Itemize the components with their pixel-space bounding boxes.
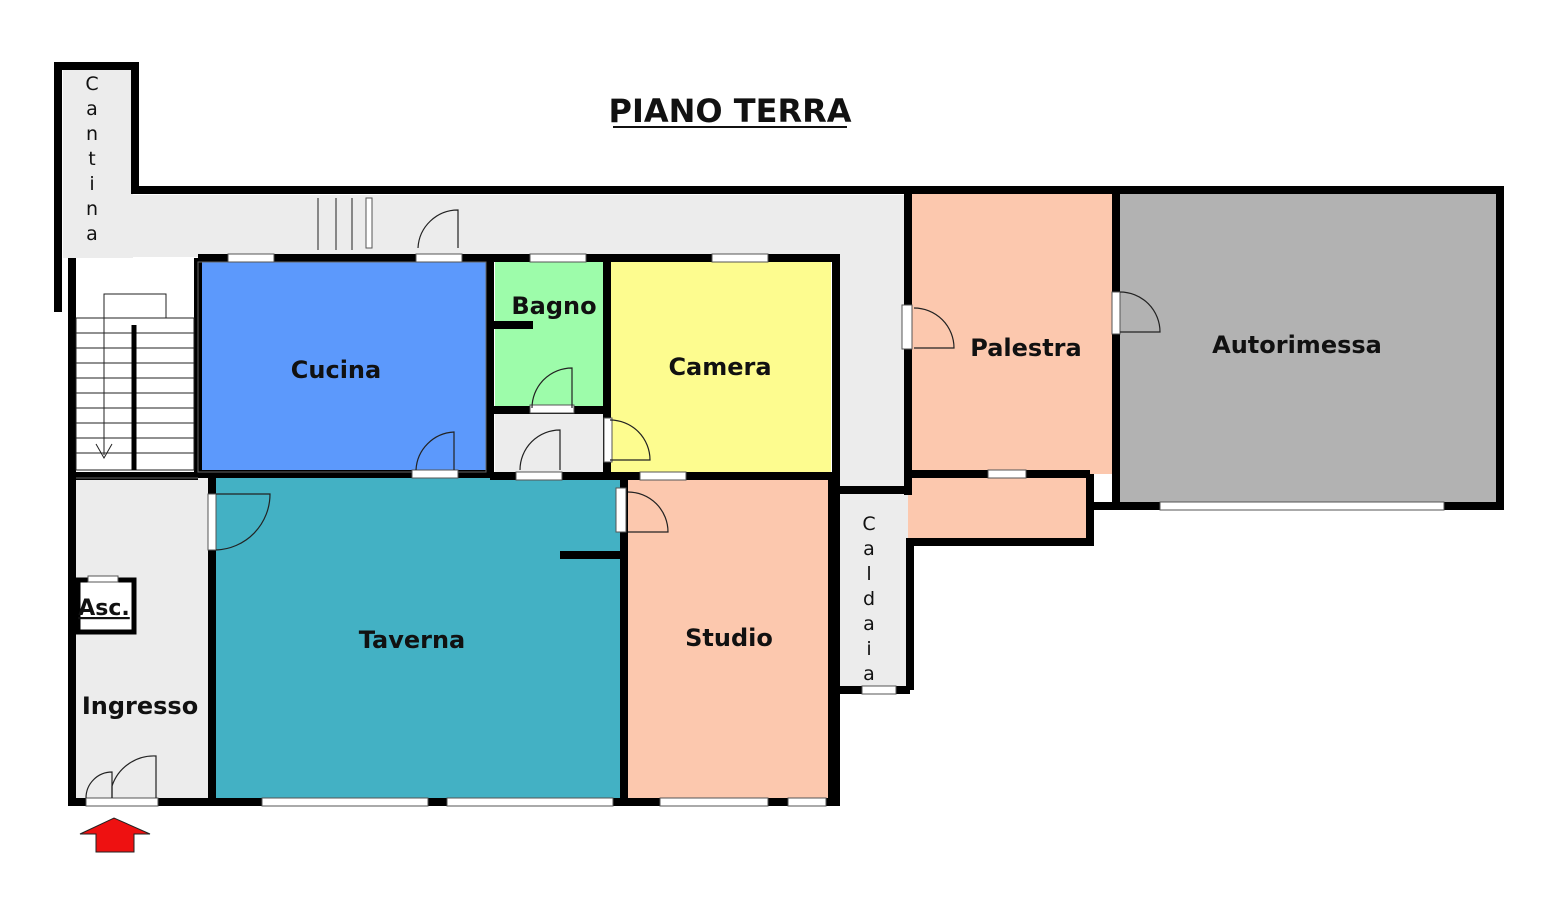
caldaia-letter: a: [863, 538, 875, 560]
door-swings: [85, 209, 1161, 799]
label-camera: Camera: [668, 353, 771, 381]
label-ascensore: Asc.: [78, 596, 130, 621]
cantina-letter: a: [86, 223, 98, 245]
corridor-right: [836, 195, 908, 495]
entrance-arrow-icon: [79, 817, 151, 853]
caldaia-floor: [836, 495, 908, 690]
staircase: [75, 293, 195, 471]
label-palestra: Palestra: [970, 334, 1081, 362]
label-autorimessa: Autorimessa: [1212, 331, 1382, 359]
plan-title: PIANO TERRA: [609, 92, 852, 130]
outdoor-steps: [317, 198, 353, 250]
cantina-letter: t: [88, 148, 95, 170]
corridor-cantina: [63, 68, 133, 258]
elevator-door: [87, 575, 119, 583]
thin-walls: [76, 261, 487, 479]
walls: [54, 62, 1504, 806]
caldaia-letter: d: [863, 588, 875, 610]
cantina-letter: a: [86, 98, 98, 120]
caldaia-letter: l: [866, 563, 871, 585]
cantina-letter: n: [86, 123, 98, 145]
label-studio: Studio: [685, 624, 773, 652]
windows: [85, 197, 1445, 807]
cantina-letter: i: [89, 173, 94, 195]
label-ingresso: Ingresso: [82, 692, 198, 720]
room-palestra-annex: [908, 474, 1088, 544]
cantina-letter: n: [86, 198, 98, 220]
corridor-top: [63, 195, 908, 257]
caldaia-letter: i: [866, 638, 871, 660]
room-palestra: [908, 192, 1116, 474]
room-camera: [607, 260, 831, 472]
room-bagno: [495, 260, 607, 408]
cantina-letter: C: [85, 73, 98, 95]
elevator-shaft: [75, 577, 137, 635]
label-taverna: Taverna: [359, 626, 466, 654]
small-room-floor: [495, 410, 607, 476]
label-cucina: Cucina: [291, 356, 381, 384]
label-bagno: Bagno: [511, 292, 596, 320]
caldaia-letter: C: [862, 513, 875, 535]
ingresso-floor: [76, 478, 212, 800]
room-cucina: [198, 260, 488, 474]
caldaia-letter: a: [863, 663, 875, 685]
room-autorimessa: [1116, 192, 1500, 502]
room-taverna: [212, 478, 624, 800]
caldaia-letter: a: [863, 613, 875, 635]
